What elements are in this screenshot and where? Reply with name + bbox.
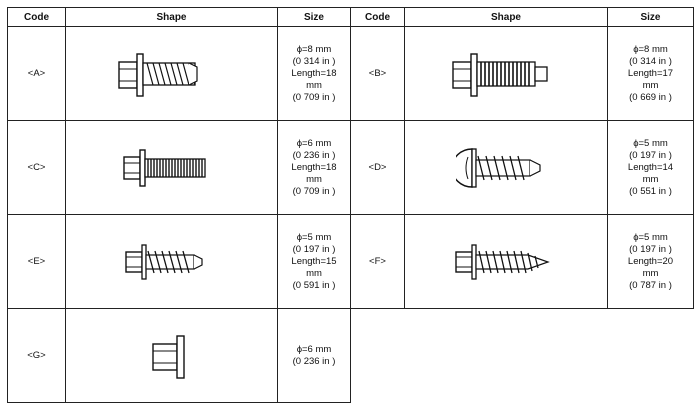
code-c: <C> xyxy=(7,120,66,215)
table-row: <G> ϕ=6 mm (0 236 in ) xyxy=(7,308,694,403)
table-row: <A> ϕ=8 mm (0 314 in ) Length=18 mm (0 7… xyxy=(7,26,694,121)
hex-bolt-pilot-tip-icon xyxy=(452,52,548,97)
size-e: ϕ=5 mm (0 197 in ) Length=15 mm (0 591 i… xyxy=(277,214,351,309)
size-f: ϕ=5 mm (0 197 in ) Length=20 mm (0 787 i… xyxy=(607,214,694,309)
shape-d xyxy=(404,120,608,215)
shape-f xyxy=(404,214,608,309)
empty-cell xyxy=(350,308,694,403)
table-row: <E> ϕ=5 mm (0 197 in ) Length=15 mm (0 5… xyxy=(7,214,694,309)
flanged-hex-bolt-icon xyxy=(117,52,198,97)
code-b: <B> xyxy=(350,26,405,121)
shape-e xyxy=(65,214,278,309)
size-a: ϕ=8 mm (0 314 in ) Length=18 mm (0 709 i… xyxy=(277,26,351,121)
shape-b xyxy=(404,26,608,121)
header-size-2: Size xyxy=(607,7,694,27)
code-d: <D> xyxy=(350,120,405,215)
header-size: Size xyxy=(277,7,351,27)
pan-head-screw-icon xyxy=(456,147,541,188)
header-shape-2: Shape xyxy=(404,7,608,27)
header-code: Code xyxy=(7,7,66,27)
size-d: ϕ=5 mm (0 197 in ) Length=14 mm (0 551 i… xyxy=(607,120,694,215)
code-a: <A> xyxy=(7,26,66,121)
fastener-table: Code Shape Size Code Shape Size <A> ϕ=8 … xyxy=(7,7,694,403)
code-g: <G> xyxy=(7,308,66,403)
header-code-2: Code xyxy=(350,7,405,27)
flanged-hex-bolt-icon xyxy=(122,148,206,187)
shape-g xyxy=(65,308,278,403)
hex-tapping-screw-icon xyxy=(124,243,203,280)
size-g: ϕ=6 mm (0 236 in ) xyxy=(277,308,351,403)
header-row: Code Shape Size Code Shape Size xyxy=(7,7,694,27)
hex-tapping-screw-pointed-icon xyxy=(455,243,550,280)
size-c: ϕ=6 mm (0 236 in ) Length=18 mm (0 709 i… xyxy=(277,120,351,215)
table-row: <C> ϕ=6 mm (0 236 in ) Length=18 mm (0 7… xyxy=(7,120,694,215)
code-f: <F> xyxy=(350,214,405,309)
flange-nut-icon xyxy=(151,334,185,379)
shape-c xyxy=(65,120,278,215)
code-e: <E> xyxy=(7,214,66,309)
size-b: ϕ=8 mm (0 314 in ) Length=17 mm (0 669 i… xyxy=(607,26,694,121)
shape-a xyxy=(65,26,278,121)
header-shape: Shape xyxy=(65,7,278,27)
